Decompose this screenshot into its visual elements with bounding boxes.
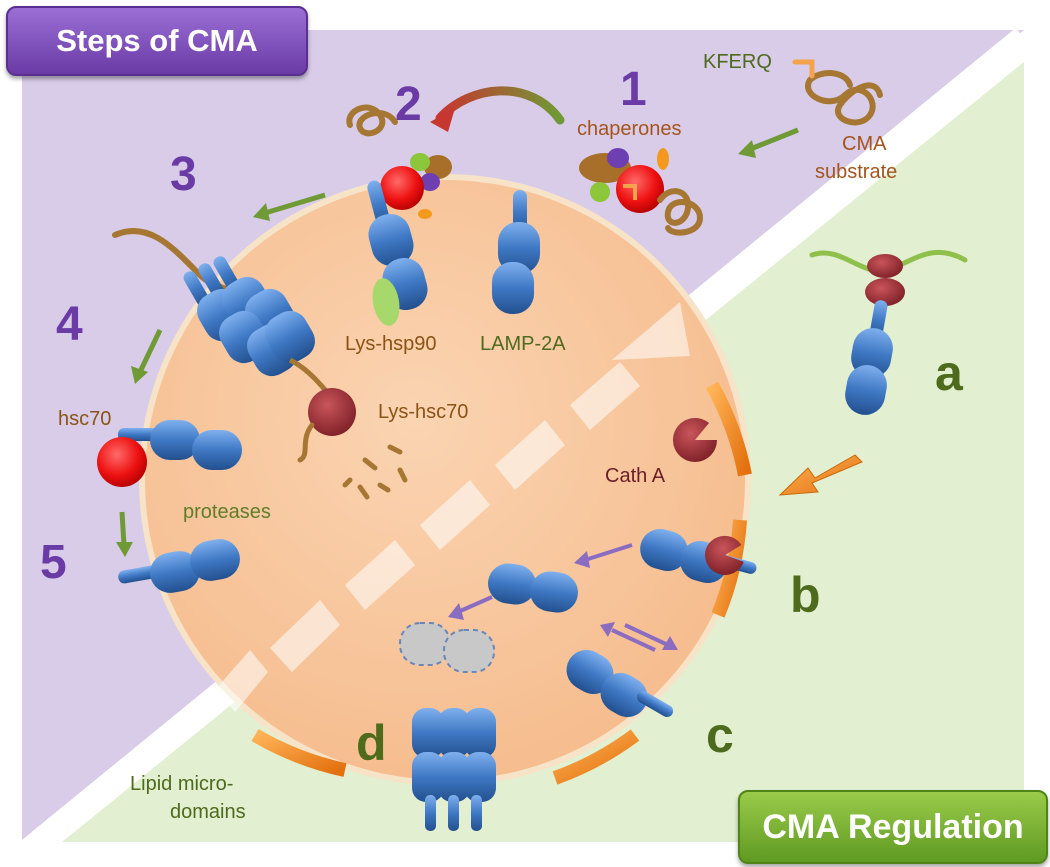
kferq-motif (792, 59, 815, 79)
chaperone-complex-2 (346, 104, 452, 219)
membrane-segment-c (552, 729, 640, 785)
membrane-segment-a (705, 381, 752, 477)
chaperones-label: chaperones (577, 118, 682, 140)
lamp2a-label: LAMP-2A (480, 333, 566, 355)
cma-substrate-label-line2: substrate (815, 161, 897, 183)
proteases-label: proteases (183, 501, 271, 523)
lamp2a-monomer-step5 (118, 539, 240, 593)
cma-substrate-label-line1: CMA (842, 133, 887, 155)
step-arrows (116, 127, 799, 557)
cma-regulation-badge: CMA Regulation (738, 790, 1048, 864)
regulation-letter-a: a (935, 345, 964, 401)
purple-arrows (448, 543, 678, 652)
lamp2a-receptor (492, 190, 540, 314)
regulation-letter-d: d (356, 715, 387, 771)
membrane-segment-d (251, 728, 347, 777)
step-number-3: 3 (170, 148, 197, 201)
lamp2a-receptor-step2 (367, 180, 428, 326)
lys-hsc70-label: Lys-hsc70 (378, 401, 468, 423)
step-number-4: 4 (56, 298, 83, 351)
lamp2a-cleavage-b (640, 528, 757, 584)
chaperone-complex-1 (579, 148, 704, 236)
substrate-tail (297, 422, 315, 463)
cath-a-protease (672, 417, 717, 462)
step-number-5: 5 (40, 536, 67, 589)
hsc70-label: hsc70 (58, 408, 111, 430)
steps-of-cma-badge: Steps of CMA (6, 6, 308, 76)
cath-a-label: Cath A (605, 465, 666, 487)
lipid-microdomains-label-line1: Lipid micro- (130, 773, 233, 795)
orange-arrow (778, 454, 863, 496)
lamp2a-with-hsc70 (97, 420, 242, 487)
regulation-letter-c: c (706, 707, 734, 763)
lamp2a-multimer-d (412, 708, 496, 831)
lys-hsc70 (308, 388, 356, 436)
recycle-arrow (435, 86, 565, 125)
cleaved-lamp2a (488, 563, 578, 613)
step-number-2: 2 (395, 78, 422, 131)
kferq-label: KFERQ (703, 51, 772, 73)
lipid-microdomains-label-line2: domains (170, 801, 246, 823)
transition-chevron-arrow (215, 302, 690, 712)
recycle-arrowhead (430, 108, 455, 132)
degraded-peptides (342, 444, 408, 500)
regulation-letter-b: b (790, 567, 821, 623)
lamp2a-receptor-a (845, 254, 905, 415)
step-number-1: 1 (620, 63, 647, 116)
lamp2a-receptor-c (566, 650, 674, 717)
degraded-lamp2a (399, 622, 495, 673)
lys-hsp90-label: Lys-hsp90 (345, 333, 437, 355)
lamp2a-multimer-complex (183, 256, 315, 377)
